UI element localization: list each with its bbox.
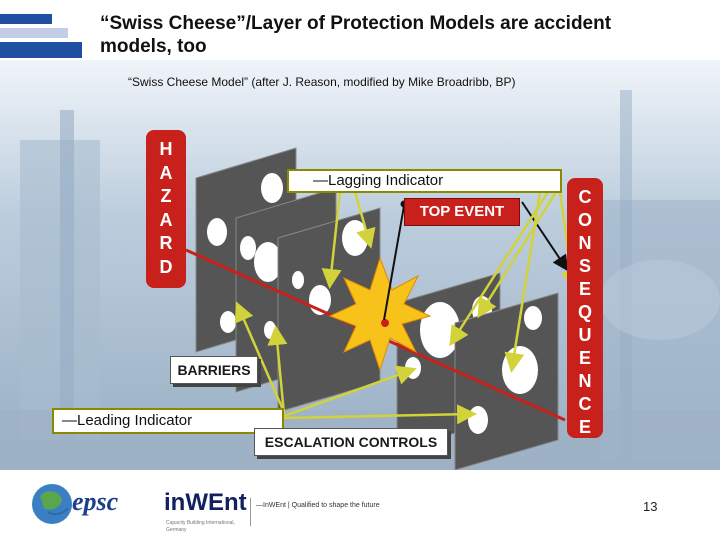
consequence-letter: E — [578, 417, 591, 437]
consequence-letter: O — [577, 210, 592, 230]
consequence-letter: U — [578, 325, 592, 345]
consequence-letter: C — [578, 187, 592, 207]
consequence-label: C O N S E Q U E N C E — [567, 178, 603, 438]
slide-title: “Swiss Cheese”/Layer of Protection Model… — [100, 13, 612, 57]
top-event-label: TOP EVENT — [404, 198, 520, 226]
hazard-letter: R — [159, 233, 173, 253]
consequence-letter: E — [578, 348, 591, 368]
svg-text:epsc: epsc — [72, 487, 119, 516]
hazard-letter: A — [159, 209, 173, 230]
invent-logo-tagline: Capacity Building International, Germany — [166, 520, 235, 533]
consequence-letter: C — [578, 394, 592, 414]
starburst-icon — [328, 256, 432, 372]
escalation-controls-label: ESCALATION CONTROLS — [254, 428, 448, 456]
slide-subtitle: “Swiss Cheese Model” (after J. Reason, m… — [128, 75, 516, 89]
consequence-letter: Q — [577, 302, 592, 322]
decor-bar — [0, 28, 68, 38]
decor-bar — [0, 14, 52, 24]
hazard-letter: D — [159, 256, 173, 277]
leading-indicator-label: —Leading Indicator — [52, 408, 284, 434]
footer — [0, 470, 720, 540]
hazard-letter: Z — [160, 186, 172, 206]
consequence-letter: N — [578, 371, 592, 391]
consequence-letter: E — [578, 279, 591, 299]
hazard-letter: A — [159, 162, 173, 183]
page-number: 13 — [643, 499, 658, 514]
barriers-label: BARRIERS — [170, 356, 258, 384]
footer-text: —InWEnt | Qualified to shape the future — [256, 502, 380, 509]
invent-logo-icon: inWEnt — [164, 489, 247, 516]
footer-divider — [250, 498, 251, 526]
hazard-letter: H — [159, 139, 173, 159]
consequence-letter: N — [578, 233, 592, 253]
hazard-label: H A Z A R D — [146, 130, 186, 288]
consequence-letter: S — [578, 256, 591, 276]
epsc-logo-icon: epsc — [32, 484, 119, 524]
lagging-indicator-label: —Lagging Indicator — [287, 169, 562, 193]
decor-bar — [0, 42, 82, 58]
